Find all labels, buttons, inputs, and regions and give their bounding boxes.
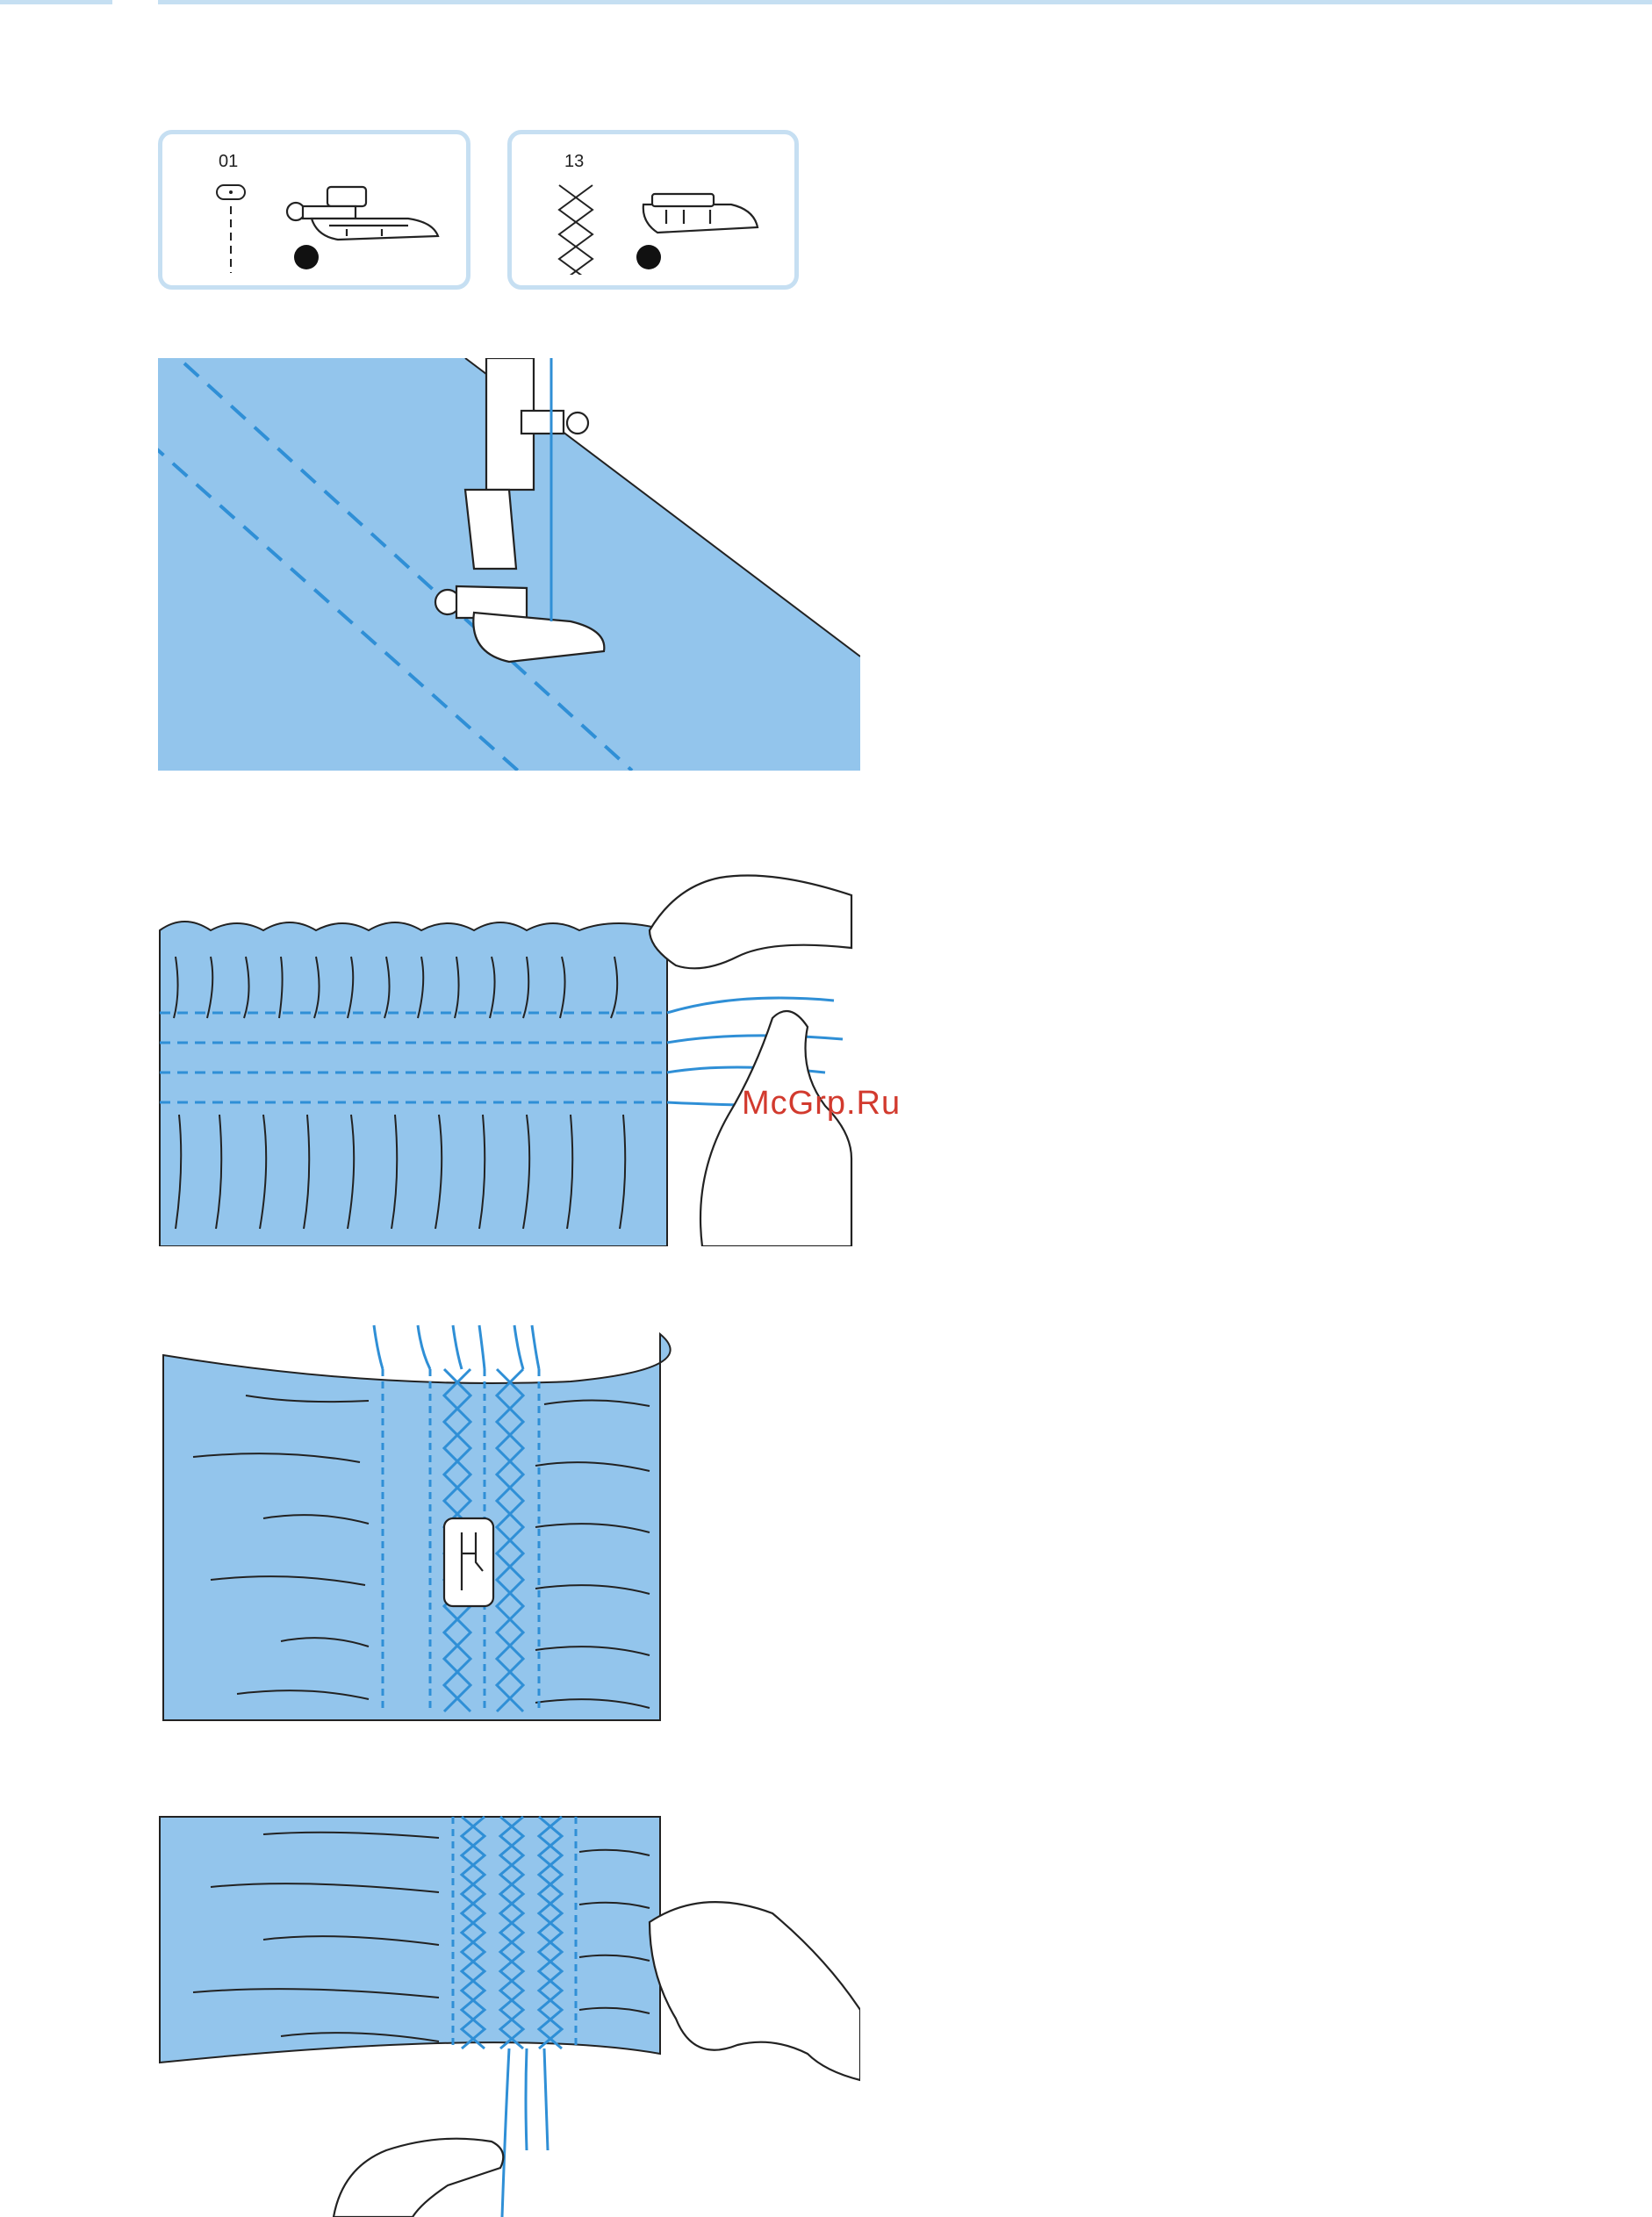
illustration-smocking-stitches [158,1317,860,1729]
top-rule-right [158,0,1652,4]
diamond-stitch-icon [550,178,603,275]
stitch-box-01: 01 [158,130,470,290]
watermark-text: McGrp.Ru [742,1085,901,1123]
illustration-sewing-straight-lines [158,358,860,771]
stitch-box-13: 13 [507,130,799,290]
straight-stitch-icon [206,178,259,275]
stitch-number: 01 [219,152,238,172]
black-dot-icon [631,240,666,275]
illustration-gathering-threads [158,843,860,1246]
black-dot-icon [289,240,324,275]
top-rule-left [0,0,112,4]
stitch-number: 13 [564,152,584,172]
illustration-smocking-finished [158,1782,860,2217]
